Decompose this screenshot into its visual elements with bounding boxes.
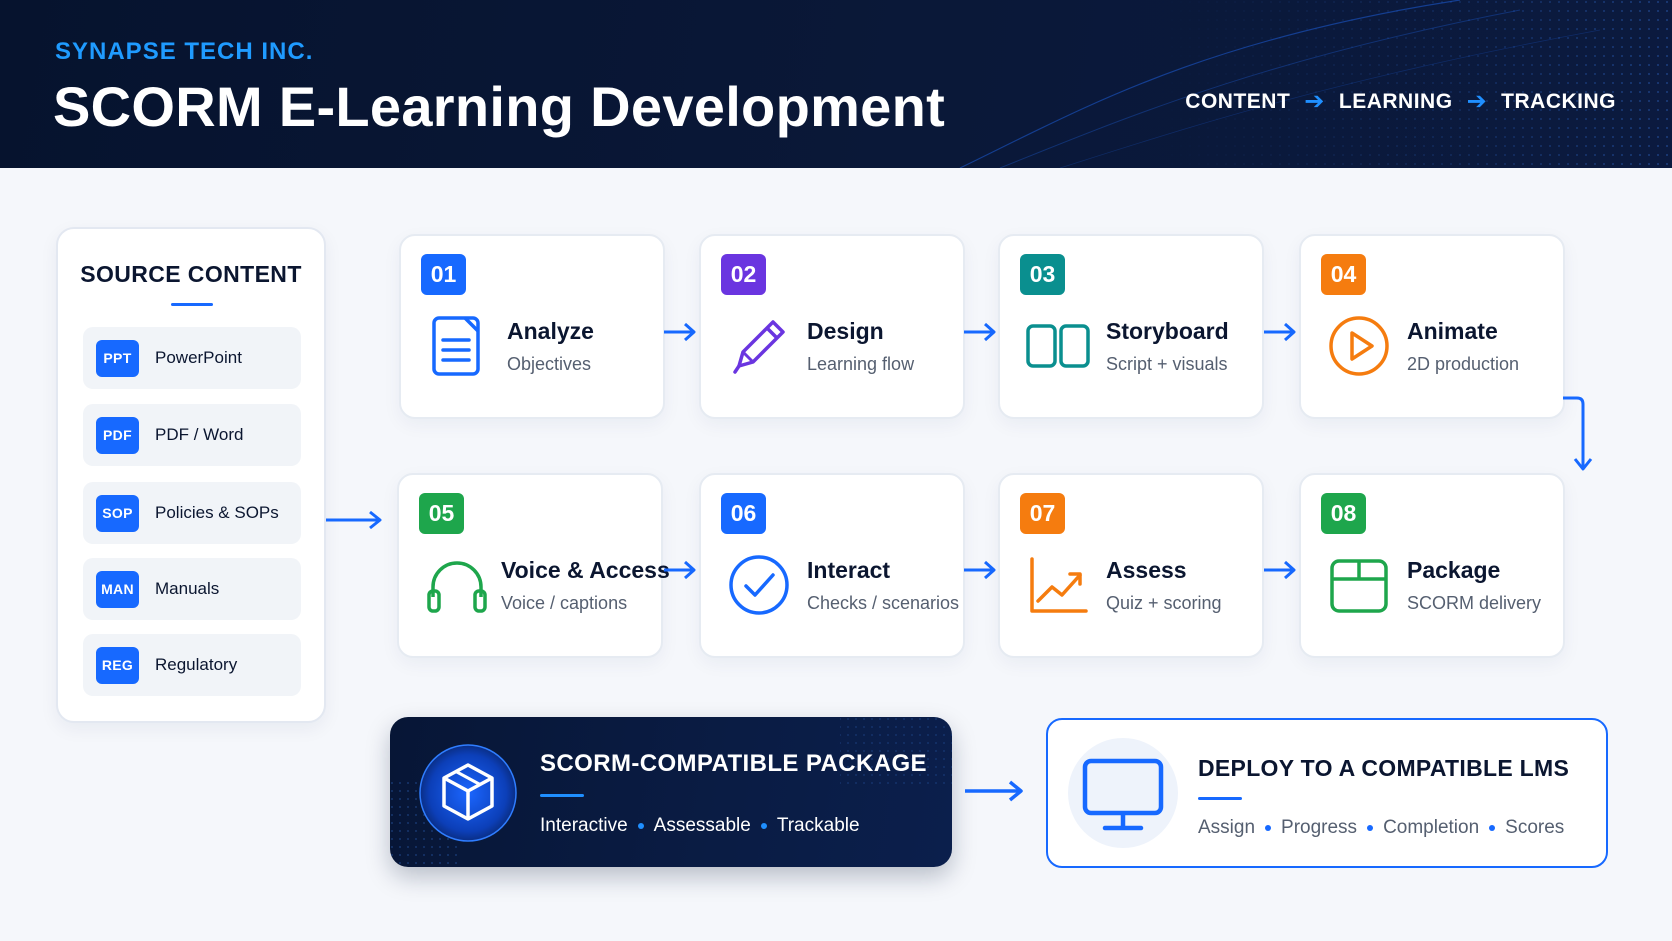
source-label: PDF / Word bbox=[155, 425, 244, 444]
bullet-dot bbox=[1489, 825, 1496, 831]
step-title: Assess bbox=[1106, 557, 1187, 583]
arrow-right-icon bbox=[664, 322, 696, 342]
step-title: Analyze bbox=[507, 318, 594, 344]
source-item-regulatory: REG Regulatory bbox=[83, 634, 301, 696]
step-subtitle: Checks / scenarios bbox=[807, 593, 960, 613]
source-item-powerpoint: PPT PowerPoint bbox=[83, 327, 301, 389]
step-card-analyze: 01 Analyze Objectives bbox=[399, 234, 665, 419]
source-badge: REG bbox=[96, 646, 139, 684]
step-subtitle: Quiz + scoring bbox=[1106, 593, 1222, 613]
package-tags: Interactive Assessable Trackable bbox=[540, 815, 860, 837]
step-card-design: 02 Design Learning flow bbox=[699, 234, 965, 419]
source-item-pdf-word: PDF PDF / Word bbox=[83, 404, 301, 466]
tag-scores: Scores bbox=[1505, 817, 1565, 838]
flow-tagline: CONTENT ➔ LEARNING ➔ TRACKING bbox=[1185, 90, 1616, 114]
package-title: SCORM-COMPATIBLE PACKAGE bbox=[540, 750, 927, 777]
arrow-right-icon: ➔ bbox=[1466, 88, 1488, 115]
deploy-lms-box: DEPLOY TO A COMPATIBLE LMS Assign Progre… bbox=[1046, 718, 1608, 868]
step-subtitle: Learning flow bbox=[807, 354, 915, 374]
arrow-right-icon bbox=[965, 780, 1023, 802]
brand-name: SYNAPSE TECH INC. bbox=[55, 38, 314, 65]
document-icon bbox=[432, 316, 480, 376]
step-card-voice-access: 05 Voice & Access Voice / captions bbox=[397, 473, 670, 658]
header-decoration bbox=[959, 0, 1672, 168]
arrow-down-icon bbox=[1563, 396, 1593, 471]
source-badge: PDF bbox=[96, 416, 139, 454]
arrow-right-icon bbox=[1264, 322, 1296, 342]
source-content-panel: SOURCE CONTENT PPT PowerPoint PDF PDF / … bbox=[56, 227, 326, 723]
arrow-right-icon bbox=[964, 560, 996, 580]
source-badge: PPT bbox=[96, 339, 139, 377]
arrow-right-icon bbox=[964, 322, 996, 342]
source-label: Regulatory bbox=[155, 655, 238, 674]
bullet-dot bbox=[1265, 825, 1272, 831]
flow-word-content: CONTENT bbox=[1185, 90, 1291, 113]
arrow-right-icon bbox=[326, 510, 382, 530]
step-card-interact: 06 Interact Checks / scenarios bbox=[699, 473, 965, 658]
source-badge: SOP bbox=[96, 494, 139, 532]
tag-assessable: Assessable bbox=[653, 815, 751, 836]
headphones-icon bbox=[427, 561, 487, 613]
step-subtitle: Script + visuals bbox=[1106, 354, 1228, 374]
step-number: 01 bbox=[421, 254, 466, 295]
bullet-dot bbox=[637, 823, 644, 829]
step-card-assess: 07 Assess Quiz + scoring bbox=[998, 473, 1264, 658]
source-item-manuals: MAN Manuals bbox=[83, 558, 301, 620]
bullet-dot bbox=[760, 823, 767, 829]
step-number: 06 bbox=[721, 493, 766, 534]
play-icon bbox=[1329, 316, 1389, 376]
tag-assign: Assign bbox=[1198, 817, 1256, 838]
step-card-animate: 04 Animate 2D production bbox=[1299, 234, 1565, 419]
arrow-right-icon bbox=[664, 560, 696, 580]
tag-completion: Completion bbox=[1383, 817, 1480, 838]
step-title: Voice & Access bbox=[501, 557, 670, 583]
flow-word-learning: LEARNING bbox=[1338, 90, 1453, 113]
source-label: Manuals bbox=[155, 579, 220, 598]
tag-trackable: Trackable bbox=[776, 815, 860, 836]
step-title: Storyboard bbox=[1106, 318, 1229, 344]
pencil-icon bbox=[733, 320, 785, 374]
step-subtitle: Voice / captions bbox=[501, 593, 628, 613]
lms-tags: Assign Progress Completion Scores bbox=[1198, 817, 1564, 839]
step-number: 05 bbox=[419, 493, 464, 534]
header-banner: SYNAPSE TECH INC. SCORM E-Learning Devel… bbox=[0, 0, 1672, 168]
tag-progress: Progress bbox=[1281, 817, 1358, 838]
chart-icon bbox=[1030, 557, 1088, 613]
flow-word-tracking: TRACKING bbox=[1501, 90, 1616, 113]
step-title: Design bbox=[807, 318, 884, 344]
arrow-right-icon: ➔ bbox=[1304, 88, 1325, 115]
cube-icon bbox=[419, 744, 517, 842]
step-title: Interact bbox=[807, 557, 891, 583]
title-underline bbox=[171, 303, 213, 306]
tag-interactive: Interactive bbox=[540, 815, 628, 836]
step-number: 08 bbox=[1321, 493, 1366, 534]
source-label: PowerPoint bbox=[155, 348, 242, 367]
scorm-package-box: SCORM-COMPATIBLE PACKAGE Interactive Ass… bbox=[390, 717, 952, 867]
source-item-policies-sops: SOP Policies & SOPs bbox=[83, 482, 301, 544]
step-subtitle: 2D production bbox=[1407, 354, 1520, 374]
monitor-icon bbox=[1068, 738, 1178, 848]
step-number: 02 bbox=[721, 254, 766, 295]
check-circle-icon bbox=[729, 555, 789, 615]
title-underline bbox=[540, 794, 584, 797]
title-underline bbox=[1198, 797, 1242, 800]
step-subtitle: SCORM delivery bbox=[1407, 593, 1542, 613]
step-number: 04 bbox=[1321, 254, 1366, 295]
source-label: Policies & SOPs bbox=[155, 503, 279, 522]
step-subtitle: Objectives bbox=[507, 354, 592, 374]
page-title: SCORM E-Learning Development bbox=[53, 75, 946, 138]
source-title: SOURCE CONTENT bbox=[80, 261, 302, 287]
step-number: 07 bbox=[1020, 493, 1065, 534]
arrow-right-icon bbox=[1264, 560, 1296, 580]
source-badge: MAN bbox=[96, 570, 139, 608]
bullet-dot bbox=[1367, 825, 1374, 831]
step-title: Package bbox=[1407, 557, 1501, 583]
lms-title: DEPLOY TO A COMPATIBLE LMS bbox=[1198, 755, 1570, 781]
step-card-package: 08 Package SCORM delivery bbox=[1299, 473, 1565, 658]
step-title: Animate bbox=[1407, 318, 1498, 344]
storyboard-icon bbox=[1026, 324, 1090, 368]
step-number: 03 bbox=[1020, 254, 1065, 295]
step-card-storyboard: 03 Storyboard Script + visuals bbox=[998, 234, 1264, 419]
package-icon bbox=[1330, 559, 1388, 613]
